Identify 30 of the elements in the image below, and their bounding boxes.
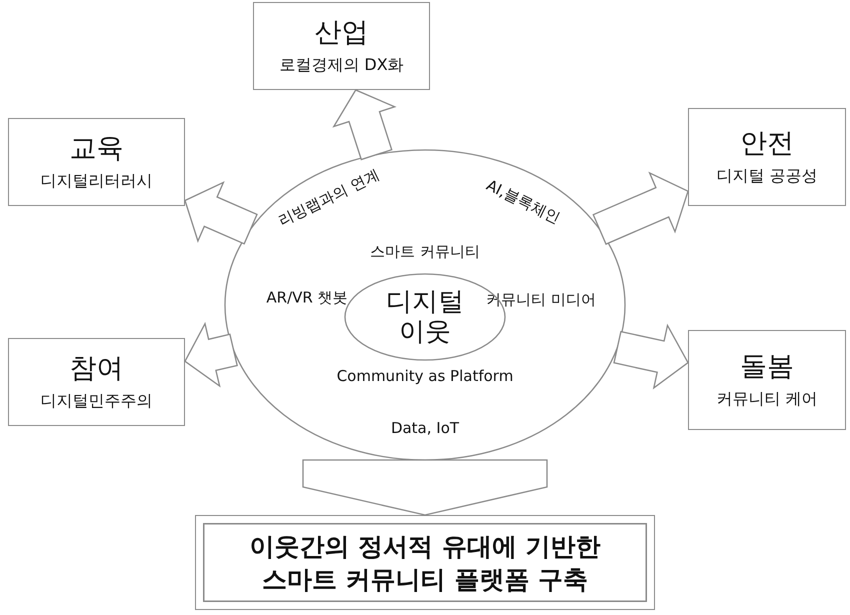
block-arrow bbox=[613, 324, 689, 390]
ellipse-label: 커뮤니티 미디어 bbox=[486, 290, 596, 310]
framed-box bbox=[195, 515, 655, 610]
box-subtitle: 커뮤니티 케어 bbox=[716, 388, 818, 410]
cycle-ellipse bbox=[225, 150, 625, 460]
block-arrow bbox=[184, 322, 238, 388]
box-heading: 이웃간의 정서적 유대에 기반한 스마트 커뮤니티 플랫폼 구축 bbox=[248, 530, 602, 596]
block-arrow bbox=[302, 459, 548, 516]
box-subtitle: 디지털 공공성 bbox=[716, 165, 818, 187]
box-subtitle: 로컬경제의 DX화 bbox=[279, 54, 404, 76]
center-label: 디지털 이웃 bbox=[385, 287, 465, 347]
box-heading: 안전 bbox=[740, 127, 794, 161]
category-box bbox=[688, 108, 846, 206]
box-subtitle: 디지털민주주의 bbox=[40, 390, 152, 412]
category-box bbox=[253, 2, 430, 90]
ellipse-label: Community as Platform bbox=[336, 367, 514, 385]
category-box bbox=[8, 118, 185, 206]
box-heading: 산업 bbox=[314, 16, 368, 50]
block-arrow bbox=[332, 89, 397, 160]
box-heading: 돌봄 bbox=[740, 350, 794, 384]
ellipse-label: 스마트 커뮤니티 bbox=[370, 242, 480, 262]
category-box bbox=[8, 338, 185, 426]
ellipse-label: Data, IoT bbox=[390, 419, 460, 437]
category-box bbox=[688, 330, 846, 430]
ellipse-label: AR/VR 챗봇 bbox=[266, 288, 348, 308]
box-subtitle: 디지털리터러시 bbox=[40, 170, 152, 192]
box-heading: 참여 bbox=[70, 352, 124, 386]
block-arrow bbox=[592, 172, 689, 245]
box-heading: 교육 bbox=[70, 132, 124, 166]
block-arrow bbox=[184, 181, 258, 245]
